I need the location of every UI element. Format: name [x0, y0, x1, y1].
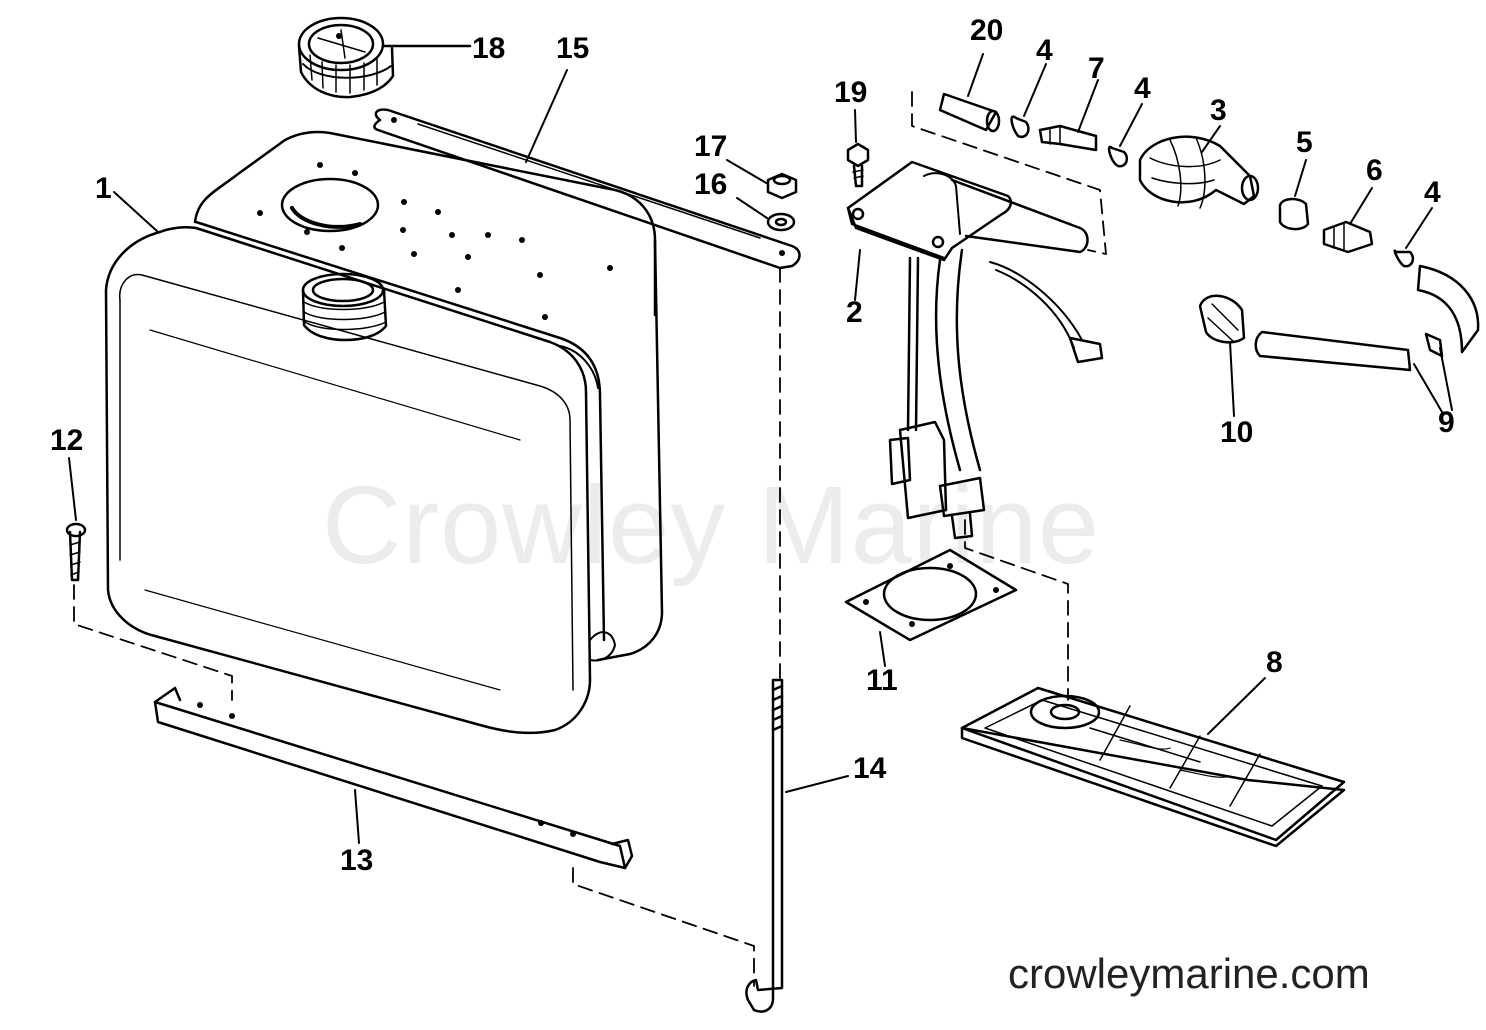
callout-5: 5: [1296, 126, 1313, 159]
leader-line-tank: [114, 192, 158, 232]
fuel-tank: [106, 132, 662, 733]
tie-rod: [746, 680, 848, 1012]
callout-17: 17: [694, 130, 728, 163]
assembly-dashed-lines: [74, 92, 1106, 986]
callout-2: 2: [846, 296, 863, 329]
site-url: crowleymarine.com: [1008, 950, 1370, 997]
fuel-hose-and-clamp: [1200, 266, 1478, 416]
gasket: [846, 550, 1016, 666]
callout-19: 19: [834, 76, 868, 109]
callout-4b: 4: [1134, 72, 1151, 105]
filler-cap: [299, 18, 470, 97]
callout-12: 12: [50, 424, 84, 457]
callout-10: 10: [1220, 416, 1254, 449]
pickup-filter: [962, 678, 1344, 846]
callout-16: 16: [694, 168, 728, 201]
callout-6: 6: [1366, 154, 1383, 187]
callout-11: 11: [866, 664, 898, 697]
watermark-text: Crowley Marine: [322, 464, 1101, 587]
callout-1: 1: [95, 172, 112, 205]
callout-13: 13: [340, 844, 374, 877]
pickup-screw: [848, 110, 868, 186]
callout-20: 20: [970, 14, 1004, 47]
mounting-screw: [67, 458, 85, 580]
callout-7: 7: [1088, 52, 1105, 85]
callout-4c: 4: [1424, 176, 1441, 209]
nut-and-washer: [727, 160, 796, 230]
base-bracket: [155, 688, 632, 868]
callout-9: 9: [1438, 406, 1455, 439]
callout-14: 14: [853, 752, 887, 785]
primer-line-fittings: [940, 54, 1432, 266]
callout-3: 3: [1210, 94, 1227, 127]
callout-8: 8: [1266, 646, 1283, 679]
fuel-pickup-assembly: [848, 162, 1102, 538]
callout-4a: 4: [1036, 34, 1053, 67]
callout-18: 18: [472, 32, 506, 65]
hold-down-strap: [374, 70, 799, 268]
callout-15: 15: [556, 32, 590, 65]
